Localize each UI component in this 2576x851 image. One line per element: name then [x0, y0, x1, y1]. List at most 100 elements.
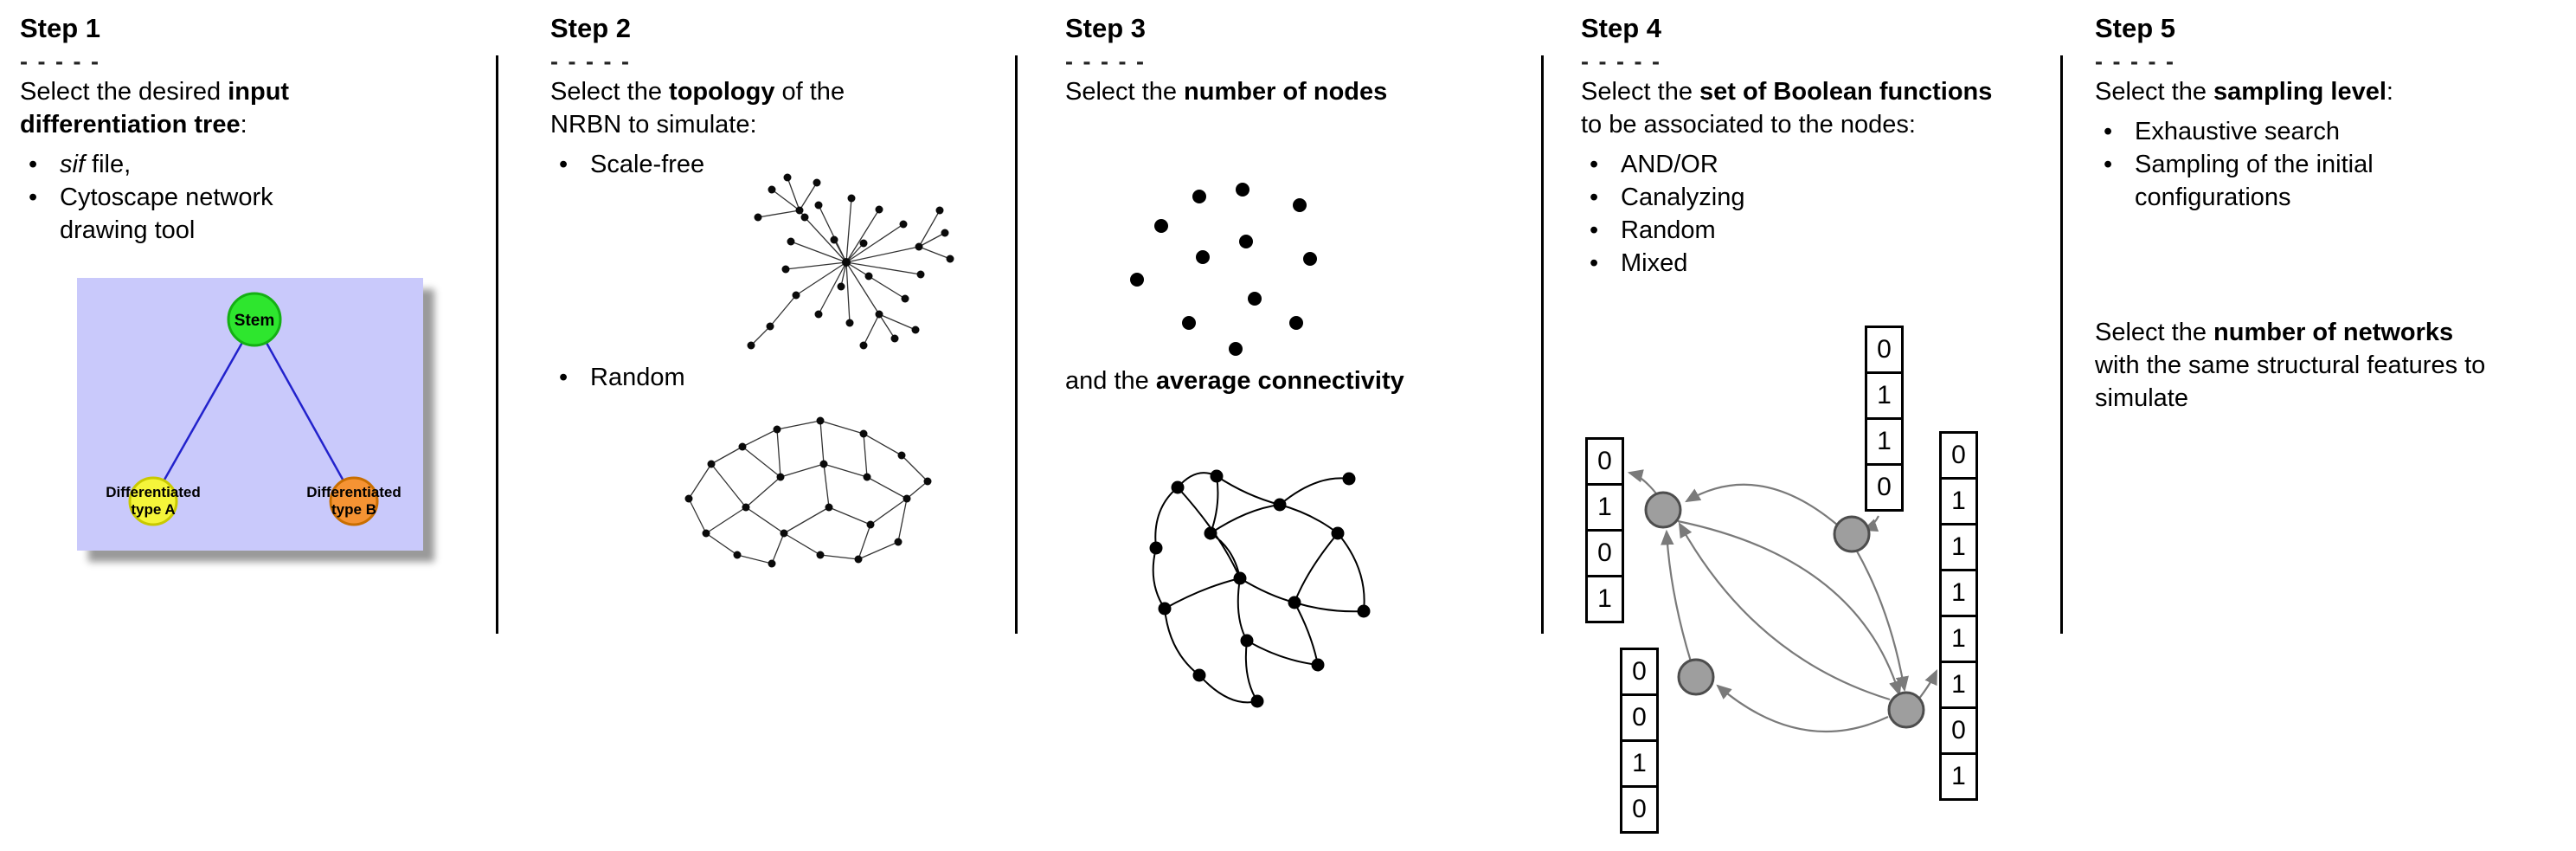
- scale-free-network-image: [747, 173, 954, 350]
- step-4-title: Step 4: [1581, 13, 1662, 43]
- step-1-dashes: - - - - -: [20, 48, 100, 74]
- step-5-bullet-list: • Exhaustive search • Sampling of the in…: [2095, 115, 2569, 214]
- truth-table-cell: 0: [1865, 326, 1904, 374]
- truth-table-cell: 1: [1939, 661, 1978, 709]
- truth-table-cell: 0: [1585, 529, 1624, 577]
- step-3-column: Step 3 - - - - - Select the number of no…: [1065, 0, 1532, 851]
- step-2-dashes: - - - - -: [550, 48, 631, 74]
- step-5-title: Step 5: [2095, 13, 2176, 43]
- para-text: with the same structural features to sim…: [2095, 351, 2486, 412]
- bullet-item-canalyzing: • Canalyzing: [1581, 181, 2055, 214]
- truth-table-cell: 1: [1939, 569, 1978, 617]
- bullet-glyph: •: [29, 151, 38, 178]
- bullet-item-scale-free: • Scale-free: [550, 148, 1005, 181]
- step-3-line2: and the average connectivity: [1065, 364, 1532, 397]
- intro-text: of the NRBN to simulate:: [550, 78, 845, 139]
- truth-table-cell: 0: [1585, 437, 1624, 486]
- step-4-bullet-list: • AND/OR • Canalyzing • Random • Mixed: [1581, 148, 2055, 280]
- bullet-item-mixed: • Mixed: [1581, 247, 2055, 280]
- bullet-glyph: •: [559, 151, 569, 178]
- step-1-bullet-list: • sif file, • Cytoscape network drawing …: [20, 148, 487, 247]
- step-4-dashes: - - - - -: [1581, 48, 1661, 74]
- bullet-label: Cytoscape network drawing tool: [60, 184, 273, 244]
- intro-text: Select the: [550, 78, 670, 106]
- truth-table-cell: 0: [1865, 463, 1904, 512]
- bullet-label: Random: [590, 364, 685, 391]
- differentiation-tree-image: Stem Differentiated type A Differentiate…: [77, 278, 423, 551]
- line-bold: number of nodes: [1184, 78, 1388, 106]
- bullet-item-sampling: • Sampling of the initial configurations: [2095, 148, 2569, 214]
- intro-bold: input differentiation tree: [20, 78, 290, 139]
- truth-table-cell: 1: [1620, 739, 1659, 788]
- bullet-label: Scale-free: [590, 151, 705, 178]
- intro-text: to be associated to the nodes:: [1581, 111, 1916, 139]
- bullet-item-sif-file: • sif file,: [20, 148, 487, 181]
- truth-table-cell: 1: [1939, 523, 1978, 571]
- intro-text: :: [2386, 78, 2393, 106]
- bullet-item-exhaustive-search: • Exhaustive search: [2095, 115, 2569, 148]
- step-1-title: Step 1: [20, 13, 101, 43]
- truth-table-cell: 0: [1620, 693, 1659, 742]
- step-3-dashes: - - - - -: [1065, 48, 1146, 74]
- bullet-label: sif file,: [60, 148, 131, 181]
- step-3-line1: Select the number of nodes: [1065, 75, 1532, 108]
- step-5-networks-paragraph: Select the number of networks with the s…: [2095, 316, 2493, 415]
- boolean-node: [1644, 491, 1682, 529]
- intro-text: Select the desired: [20, 78, 228, 106]
- intro-text: Select the: [2095, 78, 2214, 106]
- step-1-column: Step 1 - - - - - Select the desired inpu…: [20, 0, 487, 851]
- bullet-item-and-or: • AND/OR: [1581, 148, 2055, 181]
- bullet-glyph: •: [559, 364, 569, 391]
- stem-node: [227, 292, 282, 347]
- truth-table-cell: 1: [1939, 615, 1978, 663]
- type-a-node: [128, 476, 178, 526]
- step-3-title: Step 3: [1065, 13, 1147, 43]
- intro-text: Select the: [1581, 78, 1700, 106]
- boolean-node: [1887, 691, 1925, 729]
- line-text: Select the: [1065, 78, 1185, 106]
- truth-table-right: 0 1 1 1 1 1 0 1: [1939, 431, 1978, 801]
- type-a-label-line1: Differentiated: [106, 484, 201, 500]
- truth-table-cell: 1: [1939, 752, 1978, 801]
- truth-table-cell: 0: [1620, 648, 1659, 696]
- step-4-column: Step 4 - - - - - Select the set of Boole…: [1581, 0, 2055, 851]
- step-1-intro: Select the desired input differentiation…: [20, 75, 427, 141]
- bullet-glyph: •: [2104, 151, 2113, 178]
- step-2-intro: Select the topology of the NRBN to simul…: [550, 75, 922, 141]
- step-4-intro: Select the set of Boolean functions to b…: [1581, 75, 2009, 141]
- type-b-label-line1: Differentiated: [306, 484, 401, 500]
- truth-table-bottom: 0 0 1 0: [1620, 648, 1659, 834]
- step-5-column: Step 5 - - - - - Select the sampling lev…: [2095, 0, 2569, 851]
- bullet-label: Random: [1621, 216, 1716, 244]
- intro-bold: set of Boolean functions: [1699, 78, 1993, 106]
- column-separator: [2060, 55, 2063, 634]
- truth-table-cell: 1: [1939, 477, 1978, 525]
- type-a-label-line2: type A: [131, 501, 175, 518]
- truth-table-cell: 1: [1585, 483, 1624, 532]
- boolean-node: [1677, 658, 1715, 696]
- truth-table-top: 0 1 1 0: [1865, 326, 1904, 512]
- line-bold: average connectivity: [1155, 367, 1404, 395]
- bullet-glyph: •: [1590, 151, 1599, 178]
- bullet-item-random: • Random: [1581, 214, 2055, 247]
- stem-node-label: Stem: [234, 312, 274, 330]
- truth-table-cell: 1: [1585, 575, 1624, 623]
- step-5-intro: Select the sampling level:: [2095, 75, 2528, 108]
- bullet-glyph: •: [1590, 184, 1599, 211]
- boolean-node: [1833, 515, 1871, 553]
- scattered-nodes-image: [1130, 183, 1317, 356]
- column-separator: [496, 55, 498, 634]
- bullet-glyph: •: [1590, 249, 1599, 277]
- truth-table-left: 0 1 0 1: [1585, 437, 1624, 623]
- bullet-label: Exhaustive search: [2135, 118, 2340, 145]
- step-5-dashes: - - - - -: [2095, 48, 2175, 74]
- random-network-image: [684, 416, 932, 568]
- bullet-label-italic: sif: [60, 151, 85, 178]
- bullet-glyph: •: [29, 184, 38, 211]
- truth-table-cell: 0: [1939, 431, 1978, 480]
- step-2-title: Step 2: [550, 13, 632, 43]
- bullet-label: Sampling of the initial configurations: [2135, 151, 2374, 211]
- boolean-network-image: [1627, 469, 1937, 733]
- para-bold: number of networks: [2213, 319, 2454, 346]
